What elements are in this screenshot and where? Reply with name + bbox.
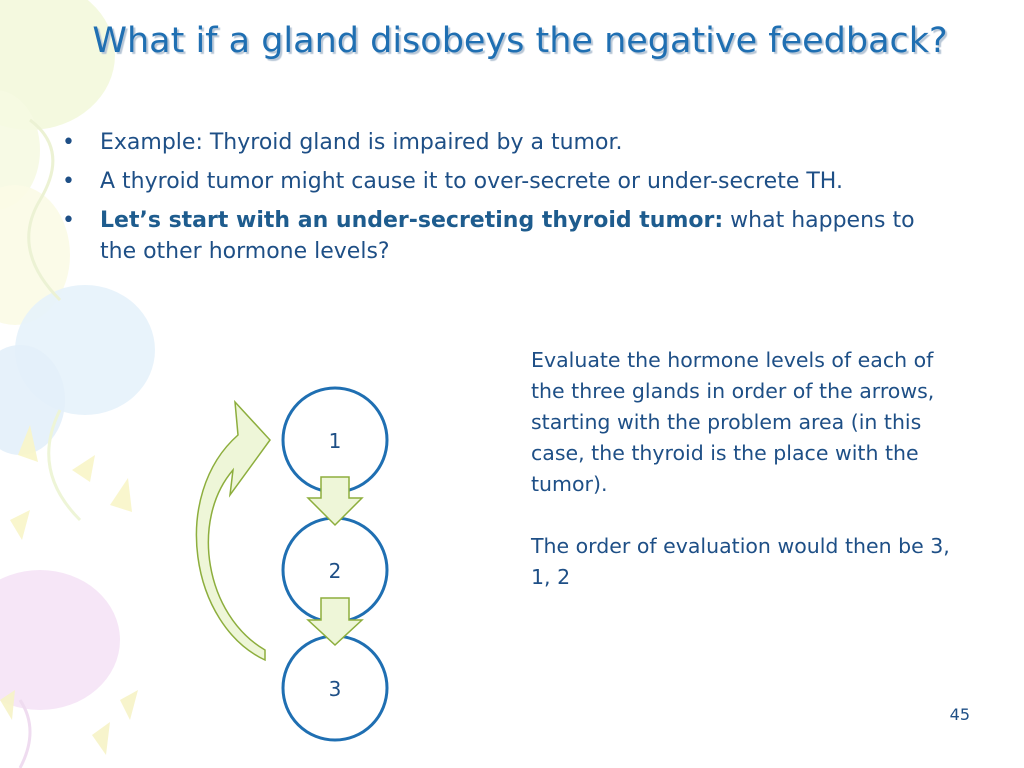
bullet-marker: •: [62, 130, 75, 155]
down-arrow-1-2: [306, 476, 364, 527]
bullet-text: A thyroid tumor might cause it to over-s…: [100, 169, 843, 194]
bullet-item: • Let’s start with an under-secreting th…: [62, 205, 922, 267]
bullet-item: • Example: Thyroid gland is impaired by …: [62, 127, 922, 158]
explanation-paragraph: The order of evaluation would then be 3,…: [531, 534, 950, 589]
bullet-text: what happens to the other hormone levels…: [100, 208, 915, 264]
bullet-strong-text: Let’s start with an under-secreting thyr…: [100, 208, 724, 233]
explanation-text: Evaluate the hormone levels of each of t…: [531, 345, 971, 593]
bullet-marker: •: [62, 208, 75, 233]
slide-title: What if a gland disobeys the negative fe…: [92, 21, 948, 61]
down-arrow-2-3: [306, 597, 364, 647]
bullet-item: • A thyroid tumor might cause it to over…: [62, 166, 922, 197]
bullet-text: Example: Thyroid gland is impaired by a …: [100, 130, 623, 155]
feedback-diagram: 1 2 3: [195, 386, 389, 742]
explanation-paragraph: Evaluate the hormone levels of each of t…: [531, 348, 935, 496]
gland-node-label: 3: [329, 677, 342, 701]
return-arrow: [195, 399, 271, 662]
bullet-marker: •: [62, 169, 75, 194]
gland-node-label: 2: [329, 559, 342, 583]
gland-node-label: 1: [329, 429, 342, 453]
bullet-list: • Example: Thyroid gland is impaired by …: [62, 127, 922, 275]
slide-number: 45: [949, 705, 970, 724]
